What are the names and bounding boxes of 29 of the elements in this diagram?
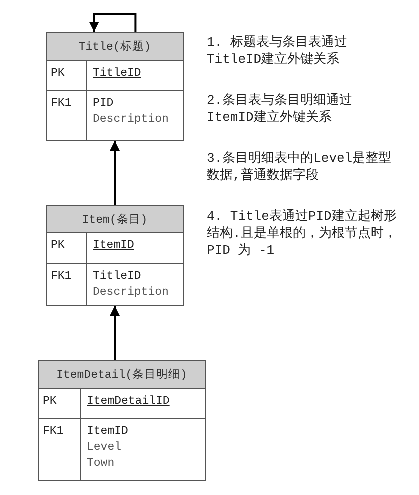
key-label: FK1 <box>51 96 72 112</box>
entity-table <box>46 32 184 141</box>
note-text: 2.条目表与条目明细通过ItemID建立外键关系 <box>207 92 354 126</box>
primary-key-field: ItemID <box>93 238 134 254</box>
primary-key-field: TitleID <box>93 66 142 82</box>
key-label: PK <box>43 394 57 410</box>
foreign-key-field: PID <box>93 96 169 112</box>
note-text: 1. 标题表与条目表通过TitleID建立外键关系 <box>207 34 348 68</box>
note-text: 3.条目明细表中的Level是整型数据,普通数据字段 <box>207 150 393 184</box>
note-text: 4. Title表通过PID建立起树形结构.且是单根的，为根节点时，PID 为 -1 <box>207 208 397 259</box>
table-title: ItemDetail(条目明细) <box>39 361 205 389</box>
field-name: Town <box>87 456 116 472</box>
table-title: Title(标题) <box>47 33 183 61</box>
relationship-arrow <box>110 141 120 205</box>
foreign-key-field: ItemID <box>87 424 128 440</box>
table-title: Item(条目) <box>47 206 183 233</box>
foreign-key-field: TitleID <box>93 269 169 285</box>
field-name: Description <box>93 285 169 301</box>
field-name: Level <box>87 440 123 456</box>
field-name: Description <box>93 112 169 128</box>
key-label: FK1 <box>43 424 64 440</box>
key-label: PK <box>51 66 65 82</box>
primary-key-field: ItemDetailID <box>87 394 170 410</box>
key-label: PK <box>51 238 65 254</box>
key-label: FK1 <box>51 269 72 285</box>
entity-table <box>46 205 184 306</box>
relationship-arrow <box>110 306 120 360</box>
entity-table <box>38 360 206 481</box>
self-reference-arrow <box>89 13 137 32</box>
